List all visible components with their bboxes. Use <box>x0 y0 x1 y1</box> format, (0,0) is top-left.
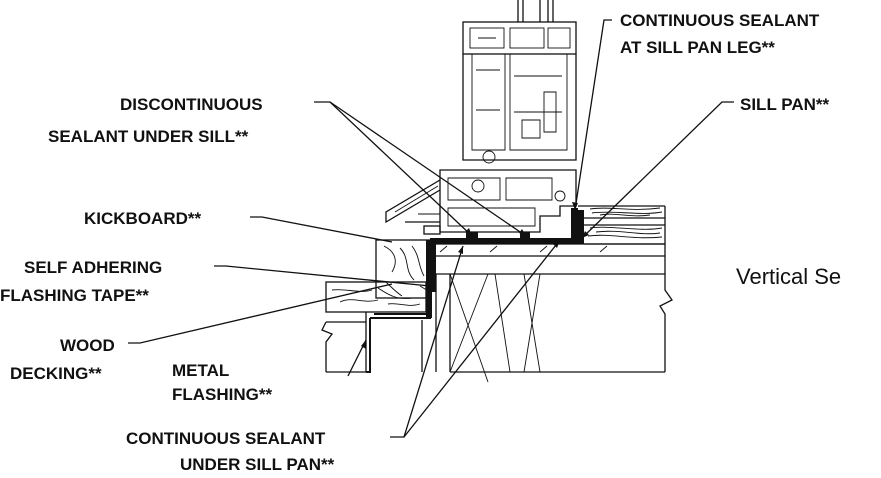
label-sill-pan: SILL PAN** <box>740 95 829 114</box>
leader-lines <box>128 19 734 438</box>
section-title: Vertical Se <box>736 264 841 289</box>
label-cont-sealant-under-line1: CONTINUOUS SEALANT <box>126 429 326 448</box>
label-wood-decking-line2: DECKING** <box>10 364 102 383</box>
metal-flashing <box>366 240 432 373</box>
label-flashing-tape-line1: SELF ADHERING <box>24 258 162 277</box>
label-wood-decking-line1: WOOD <box>60 336 115 355</box>
label-flashing-tape-line2: FLASHING TAPE** <box>0 286 149 305</box>
label-discontinuous-line1: DISCONTINUOUS <box>120 95 263 114</box>
label-metal-flashing-line1: METAL <box>172 361 229 380</box>
interior-floor <box>435 205 673 383</box>
label-cont-sealant-under-line2: UNDER SILL PAN** <box>180 455 335 474</box>
label-cont-sealant-leg-line1: CONTINUOUS SEALANT <box>620 11 820 30</box>
label-metal-flashing-line2: FLASHING** <box>172 385 273 404</box>
label-cont-sealant-leg-line2: AT SILL PAN LEG** <box>620 38 775 57</box>
wood-decking <box>321 281 427 373</box>
label-discontinuous-line2: SEALANT UNDER SILL** <box>48 127 249 146</box>
window-frame <box>385 0 577 235</box>
label-kickboard: KICKBOARD** <box>84 209 202 228</box>
kickboard <box>375 239 431 299</box>
